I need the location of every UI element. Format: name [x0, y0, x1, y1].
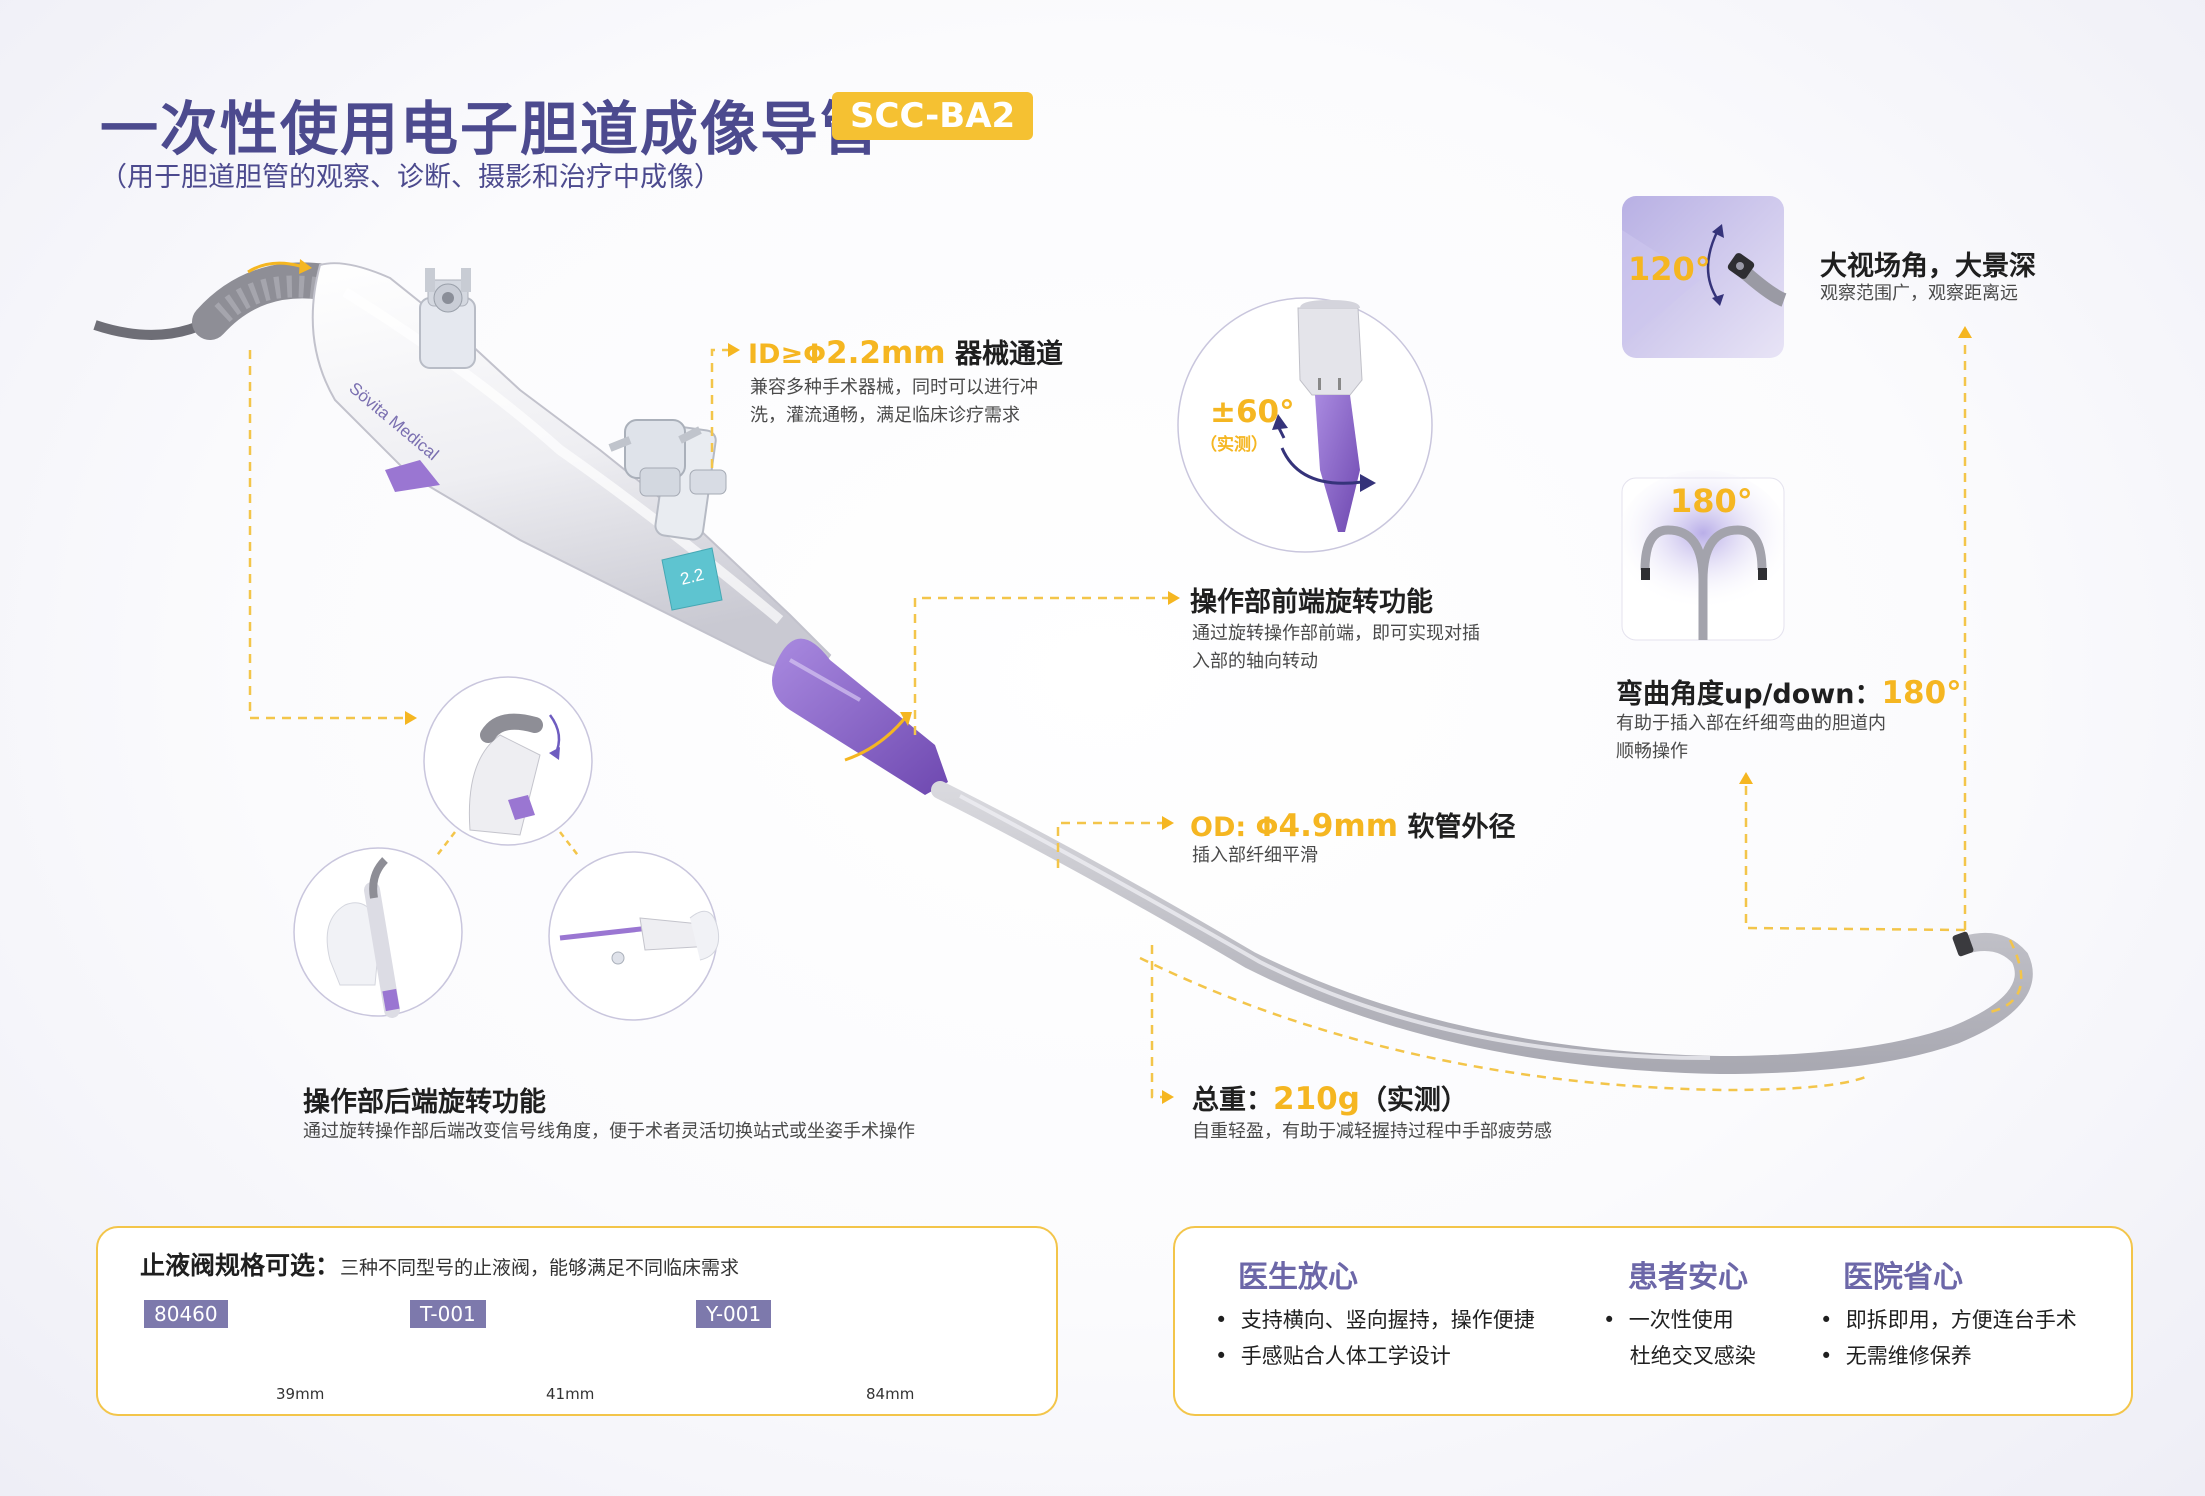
channel-feature-title: ID≥Φ2.2mm 器械通道 — [748, 335, 1063, 371]
valve-size-y001: 84mm — [862, 1385, 919, 1403]
front-rotation-title: 操作部前端旋转功能 — [1190, 587, 1433, 618]
page-title: 一次性使用电子胆道成像导管 — [100, 95, 881, 163]
benefit-doctor-list: • 支持横向、竖向握持，操作便捷 • 手感贴合人体工学设计 — [1215, 1308, 1535, 1368]
front-rotation-angle: ±60° — [1210, 394, 1295, 430]
od-feature-desc: 插入部纤细平滑 — [1192, 845, 1318, 866]
view-angle-box — [1622, 196, 1784, 358]
rear-rotation-title: 操作部后端旋转功能 — [303, 1087, 546, 1118]
distal-tip — [1952, 931, 1974, 957]
valve-size-t001: 41mm — [542, 1385, 599, 1403]
view-angle-value: 120° — [1628, 250, 1711, 288]
view-feature-desc: 观察范围广，观察距离远 — [1820, 283, 2018, 304]
benefit-patient-title: 患者安心 — [1628, 1260, 1748, 1295]
benefit-hospital-title: 医院省心 — [1843, 1260, 1963, 1295]
od-feature-title: OD: Φ4.9mm 软管外径 — [1190, 808, 1516, 844]
weight-feature-desc: 自重轻盈，有助于减轻握持过程中手部疲劳感 — [1192, 1121, 1552, 1142]
rotation-arrow-rear — [247, 261, 301, 274]
bending-feature-desc: 有助于插入部在纤细弯曲的胆道内 顺畅操作 — [1616, 713, 1886, 762]
connector-arrowheads — [405, 326, 1972, 1104]
channel-size-label: 2.2 — [661, 547, 723, 611]
instrument-port — [608, 419, 727, 541]
benefit-patient-list: • 一次性使用 杜绝交叉感染 — [1603, 1308, 1756, 1368]
strain-relief — [192, 262, 343, 340]
benefits-box — [1173, 1226, 2133, 1416]
rear-rotation-desc: 通过旋转操作部后端改变信号线角度，便于术者灵活切换站式或坐姿手术操作 — [303, 1121, 915, 1142]
front-rotation-circle — [1177, 297, 1433, 553]
suction-port — [419, 268, 476, 369]
connector-lines — [248, 338, 2023, 1099]
rotation-arrow-front — [844, 717, 907, 762]
front-rotation-angle-note: （实测） — [1200, 435, 1268, 455]
front-rotation-desc: 通过旋转操作部前端，即可实现对插 入部的轴向转动 — [1192, 623, 1480, 672]
valve-options-title: 止液阀规格可选：三种不同型号的止液阀，能够满足不同临床需求 — [140, 1251, 740, 1280]
valve-size-80460: 39mm — [272, 1385, 329, 1403]
valve-tag-80460: 80460 — [144, 1300, 228, 1328]
channel-feature-desc: 兼容多种手术器械，同时可以进行冲 洗，灌流通畅，满足临床诊疗需求 — [750, 377, 1038, 426]
bending-feature-title: 弯曲角度up/down：180° — [1616, 675, 1962, 711]
model-badge: SCC-BA2 — [832, 92, 1034, 140]
weight-feature-title: 总重：210g（实测） — [1192, 1081, 1468, 1117]
view-feature-title: 大视场角，大景深 — [1820, 251, 2036, 282]
side-button — [385, 460, 440, 492]
valve-options-box — [96, 1226, 1058, 1416]
benefit-hospital-list: • 即拆即用，方便连台手术 • 无需维修保养 — [1820, 1308, 2077, 1368]
bending-angle-top: 180° — [1670, 482, 1753, 520]
front-rotation-collar — [772, 638, 948, 795]
page-subtitle: （用于胆道胆管的观察、诊断、摄影和治疗中成像） — [100, 162, 721, 193]
valve-tag-y001: Y-001 — [696, 1300, 772, 1328]
benefit-doctor-title: 医生放心 — [1238, 1260, 1358, 1295]
insertion-tube — [931, 781, 2033, 1075]
valve-tag-t001: T-001 — [410, 1300, 486, 1328]
